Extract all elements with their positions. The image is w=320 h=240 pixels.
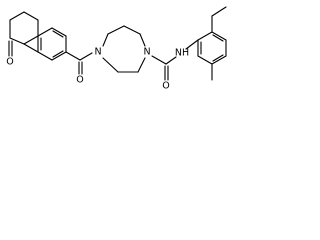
bond <box>102 57 119 73</box>
bond <box>52 50 64 58</box>
bond <box>65 51 81 61</box>
bond <box>23 35 39 45</box>
bond <box>165 56 177 65</box>
bond <box>212 54 224 62</box>
bond <box>197 31 213 41</box>
bond <box>9 11 25 21</box>
bond <box>37 27 53 37</box>
bond <box>52 30 64 38</box>
bond <box>137 57 146 73</box>
bond <box>139 33 146 47</box>
ring-nitrogen-left-label: N <box>94 47 101 58</box>
bond <box>79 52 93 61</box>
bond <box>51 27 67 37</box>
bond <box>9 37 25 45</box>
ketone-oxygen-label: O <box>6 57 13 68</box>
bond <box>212 34 224 42</box>
bond <box>37 51 53 61</box>
carbonyl-oxygen-label: O <box>76 75 83 86</box>
atom-labels: O O N N O NH <box>6 47 189 92</box>
bond <box>211 31 227 41</box>
bond <box>211 6 227 17</box>
amide-oxygen-label: O <box>162 81 169 92</box>
bond <box>107 25 125 35</box>
bond <box>23 11 39 21</box>
amide-nitrogen-label: NH <box>175 48 189 59</box>
structure-canvas: O O N N O NH <box>0 0 237 123</box>
bonds <box>8 6 227 81</box>
bond <box>151 55 167 65</box>
bond <box>123 25 141 35</box>
chemical-structure: O O N N O NH <box>6 6 227 92</box>
ring-nitrogen-right-label: N <box>143 47 150 58</box>
bond <box>102 33 109 47</box>
bond <box>197 55 213 65</box>
bond <box>185 39 199 50</box>
bond <box>23 43 39 53</box>
bond <box>51 51 67 61</box>
bond <box>211 55 227 65</box>
